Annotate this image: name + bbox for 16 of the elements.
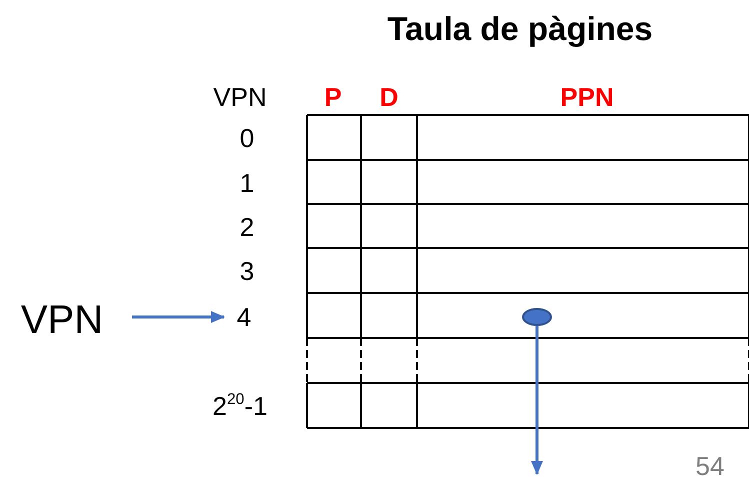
row-number: 0: [240, 125, 254, 151]
arrow: [531, 326, 543, 475]
title: Taula de pàgines: [386, 10, 654, 48]
row-number: 2: [240, 214, 254, 240]
row-number: 3: [240, 258, 254, 284]
column-header: VPN: [213, 84, 267, 110]
pointer-dot: [522, 308, 552, 326]
page-number: 54: [696, 453, 724, 477]
input-label: VPN: [20, 300, 104, 340]
column-header: D: [380, 84, 398, 110]
column-header: P: [324, 84, 342, 110]
row-number: 4: [236, 304, 252, 330]
row-number: 1: [240, 170, 254, 196]
row-number: 2$^{20}$-1: [212, 393, 268, 419]
column-header: PPN: [560, 84, 614, 110]
arrow: [132, 311, 225, 323]
